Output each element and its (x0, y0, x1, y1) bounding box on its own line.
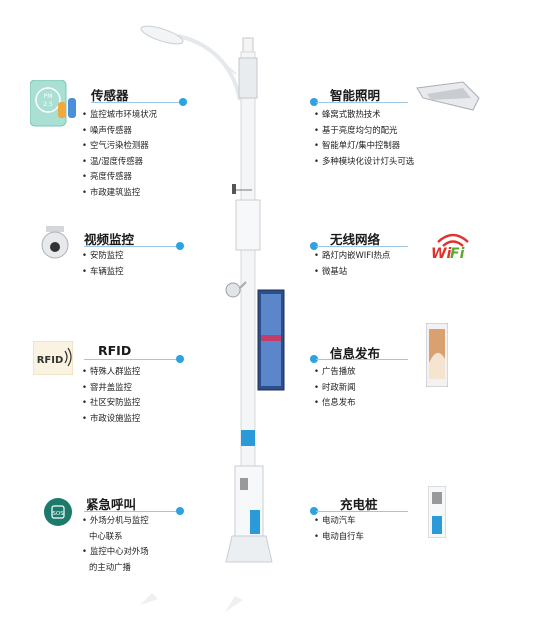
rfid-connector-dot (176, 355, 184, 363)
wifi-icon: Wi Fi (428, 228, 478, 262)
list-item: 电动汽车 (314, 513, 364, 529)
charging-title: 充电桩 (340, 497, 378, 512)
video-connector-dot (176, 242, 184, 250)
pm-label-line1: PM (44, 93, 53, 100)
equipment-box (235, 199, 261, 251)
lamp-head (140, 25, 184, 45)
charging-panel (250, 510, 260, 534)
ground-mark-left (140, 593, 158, 605)
rfid-list: 特殊人群监控 窨井盖监控 社区安防监控 市政设施监控 (82, 364, 140, 426)
info-list: 广告播放 时政新闻 信息发布 (314, 364, 356, 411)
wireless-connector (316, 246, 408, 247)
charging-list: 电动汽车 电动自行车 (314, 513, 364, 544)
list-item: 多种模块化设计灯头可选 (314, 154, 414, 170)
list-item: 的主动广播 (89, 561, 131, 572)
pm-label-line2: 2.5 (43, 101, 53, 108)
pole-shaft (240, 51, 256, 473)
sensor-connector (91, 102, 183, 103)
sensor-module (238, 57, 258, 99)
camera-mount (239, 281, 247, 289)
list-item: 智能单灯/集中控制器 (314, 138, 414, 154)
list-item: 时政新闻 (314, 380, 356, 396)
rfid-icon: RFID (32, 340, 74, 376)
lamp-head-icon (413, 78, 483, 114)
pole-blue-band (241, 430, 255, 446)
wireless-list: 路灯内嵌WIFI热点 微基站 (314, 248, 390, 279)
list-item: 市政建筑监控 (82, 185, 157, 201)
list-item: 路灯内嵌WIFI热点 (314, 248, 390, 264)
rfid-icon-text: RFID (37, 355, 64, 366)
info-title: 信息发布 (330, 346, 381, 361)
lamp-arm (177, 34, 242, 101)
list-item: 窨井盖监控 (82, 380, 140, 396)
lamp-arm-brace (221, 61, 237, 75)
list-item: 市政设施监控 (82, 411, 140, 427)
lighting-connector (316, 102, 408, 103)
top-antenna (242, 37, 254, 53)
list-item: 空气污染检测器 (82, 138, 157, 154)
list-item: 安防监控 (82, 248, 124, 264)
emergency-connector (84, 511, 180, 512)
list-item: 微基站 (314, 264, 390, 280)
info-connector-dot (310, 355, 318, 363)
pole-display-banner (261, 335, 281, 341)
info-connector (316, 359, 408, 360)
charging-connector (316, 511, 408, 512)
list-item: 广告播放 (314, 364, 356, 380)
wireless-title: 无线网络 (330, 232, 381, 247)
lighting-list: 蜂窝式散热技术 基于亮度均匀的配光 智能单灯/集中控制器 多种模块化设计灯头可选 (314, 107, 414, 169)
sensor-title: 传感器 (91, 88, 129, 103)
list-item: 特殊人群监控 (82, 364, 140, 380)
video-title: 视频监控 (84, 232, 135, 247)
list-item: 亮度传感器 (82, 169, 157, 185)
charging-connector-dot (310, 507, 318, 515)
list-item: 信息发布 (314, 395, 356, 411)
list-item: 外场分机与监控 (82, 513, 149, 529)
rfid-title: RFID (98, 343, 132, 358)
weather-sensor (232, 184, 236, 194)
wifi-icon-text-wi: Wi (431, 246, 451, 262)
list-item: 温/湿度传感器 (82, 154, 157, 170)
list-item: 车辆监控 (82, 264, 124, 280)
list-item: 噪声传感器 (82, 123, 157, 139)
list-item: 监控中心对外场 (82, 544, 149, 560)
sensor-list: 监控城市环境状况 噪声传感器 空气污染检测器 温/湿度传感器 亮度传感器 市政建… (82, 107, 157, 201)
wifi-icon-text-fi: Fi (450, 246, 465, 262)
list-item: 社区安防监控 (82, 395, 140, 411)
list-item: 基于亮度均匀的配光 (314, 123, 414, 139)
sensor-connector-dot (179, 98, 187, 106)
list-item: 电动自行车 (314, 529, 364, 545)
charging-station-icon (427, 485, 447, 539)
pole-camera (225, 282, 241, 298)
ground-mark-right (225, 596, 243, 612)
charging-socket (240, 478, 248, 490)
emergency-title: 紧急呼叫 (86, 497, 137, 512)
list-item: 中心联系 (89, 530, 123, 541)
lighting-title: 智能照明 (330, 88, 381, 103)
info-display-icon (425, 322, 449, 388)
video-list: 安防监控 车辆监控 (82, 248, 124, 280)
emergency-list: 外场分机与监控 中心联系 监控中心对外场 的主动广播 (82, 513, 149, 575)
lighting-connector-dot (310, 98, 318, 106)
wireless-connector-dot (310, 242, 318, 250)
video-connector (84, 246, 180, 247)
pole-base (225, 535, 273, 563)
dome-camera-icon (40, 226, 70, 260)
sos-icon: SOS (43, 497, 73, 527)
rfid-connector (84, 359, 180, 360)
sos-icon-text: SOS (52, 511, 64, 517)
emergency-connector-dot (176, 507, 184, 515)
list-item: 监控城市环境状况 (82, 107, 157, 123)
list-item: 蜂窝式散热技术 (314, 107, 414, 123)
pm25-sensor-icon: PM 2.5 (29, 79, 80, 130)
